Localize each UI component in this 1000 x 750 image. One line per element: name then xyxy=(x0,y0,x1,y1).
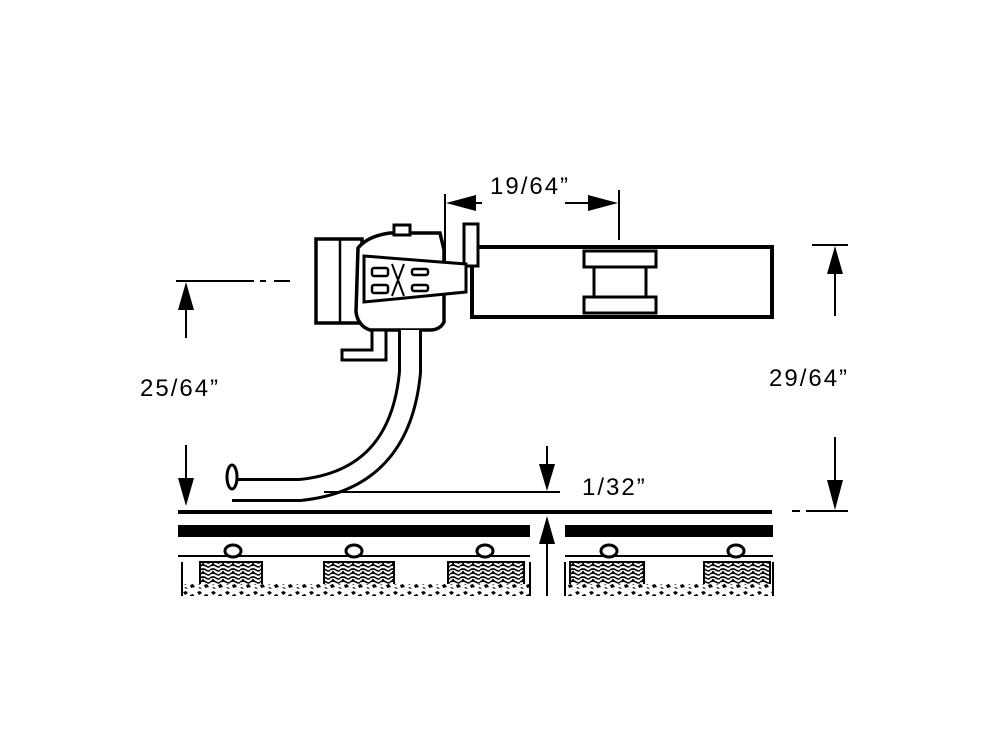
dimension-arrowheads xyxy=(178,195,843,544)
dimension-label-1-32: 1/32” xyxy=(582,474,647,501)
rail-right xyxy=(565,525,773,537)
rail-spikes xyxy=(223,543,746,559)
arrow-up-1-32 xyxy=(539,516,555,544)
arrow-down-1-32 xyxy=(539,464,555,491)
trip-pin xyxy=(225,330,422,502)
center-post xyxy=(582,249,658,315)
dimension-label-29-64: 29/64” xyxy=(769,365,849,392)
arrow-left-19-64 xyxy=(446,195,476,211)
shank-slot-upper-left xyxy=(370,266,390,278)
draft-gear-box xyxy=(462,222,774,319)
ties xyxy=(199,561,771,587)
ballast-left xyxy=(182,584,530,596)
shank-slot-lower-left xyxy=(370,283,390,295)
arrow-up-25-64 xyxy=(178,282,194,310)
rail-left xyxy=(178,525,530,537)
dimension-label-19-64: 19/64” xyxy=(490,173,570,200)
arrow-up-29-64 xyxy=(827,246,843,274)
coupler-head xyxy=(314,223,468,362)
dimension-lines xyxy=(176,190,848,596)
arrow-right-19-64 xyxy=(588,195,618,211)
shank-slot-upper-right xyxy=(410,267,430,277)
ballast-right xyxy=(565,584,773,596)
box-mounting-tab xyxy=(462,222,480,268)
track-section xyxy=(178,510,774,596)
arrow-down-25-64 xyxy=(178,478,194,506)
shank-slot-lower-right xyxy=(410,283,430,293)
dimension-label-25-64: 25/64” xyxy=(140,375,220,402)
arrow-down-29-64 xyxy=(827,480,843,510)
